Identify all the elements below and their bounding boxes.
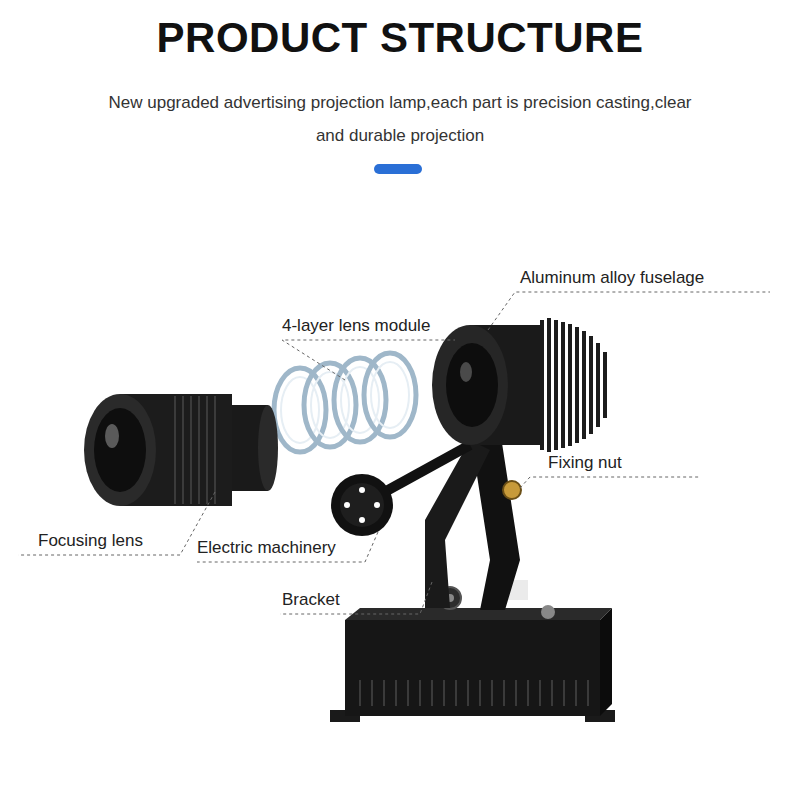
page-title: PRODUCT STRUCTURE: [0, 14, 800, 62]
part-label: Focusing lens: [38, 531, 143, 551]
part-label: 4-layer lens module: [282, 316, 430, 336]
part-label: Aluminum alloy fuselage: [520, 268, 704, 288]
part-label: Fixing nut: [548, 453, 622, 473]
subtitle-text: New upgraded advertising projection lamp…: [100, 86, 700, 152]
part-label: Electric machinery: [197, 538, 336, 558]
part-label: Bracket: [282, 590, 340, 610]
